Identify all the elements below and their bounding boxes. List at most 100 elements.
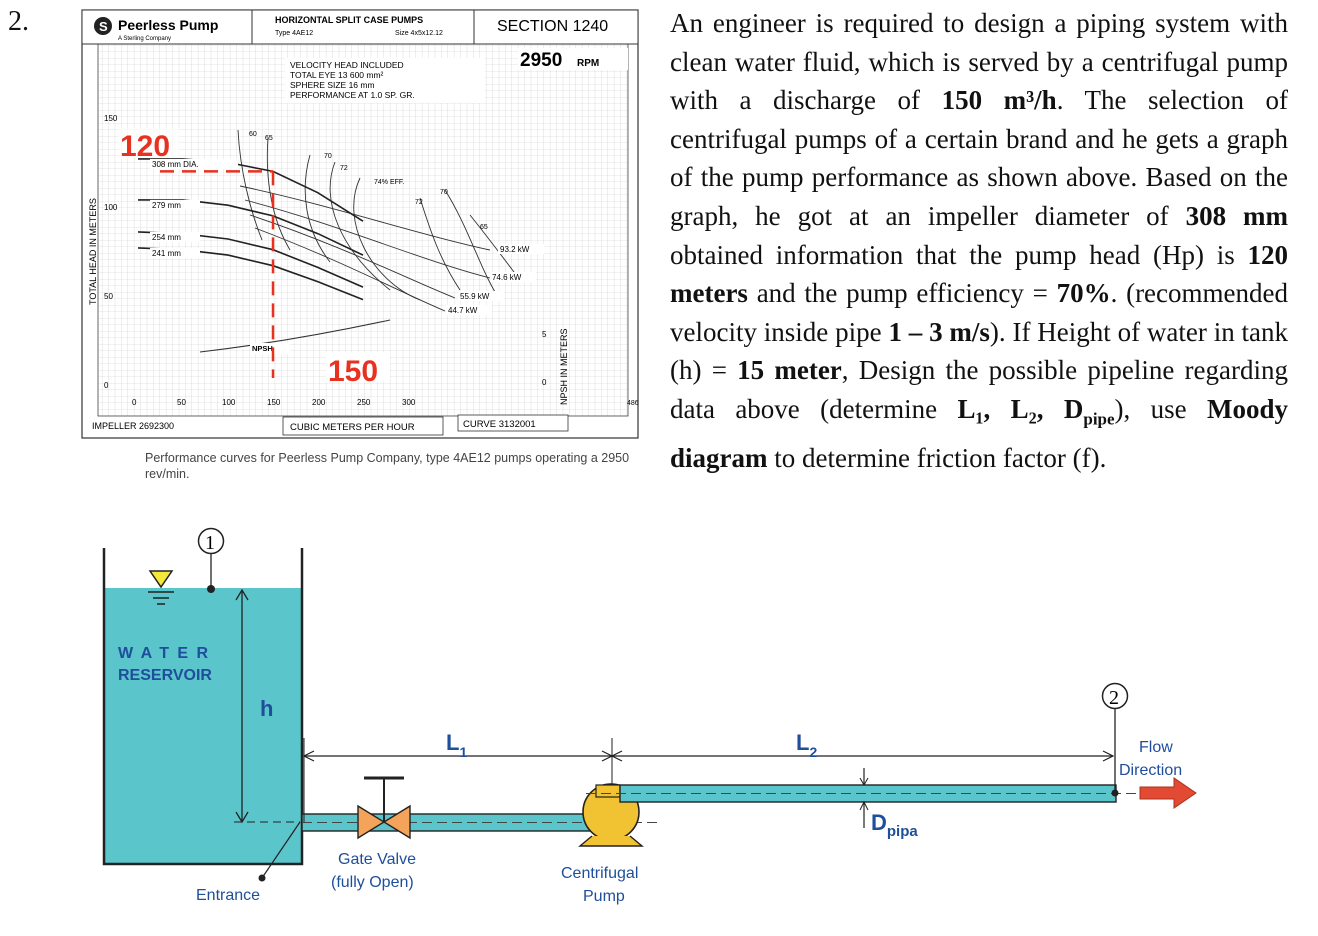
gate-valve-icon <box>357 804 411 840</box>
entrance-leader <box>261 821 301 879</box>
power-curve-line <box>249 214 456 299</box>
power-label-bg <box>490 272 536 282</box>
chart-note: VELOCITY HEAD INCLUDED <box>290 60 404 70</box>
power-label-bg <box>498 244 544 254</box>
problem-text-6: ). If Height of water in tank (h) = <box>670 316 1289 386</box>
chart-note: SPHERE SIZE 16 mm <box>290 80 375 90</box>
diameter-label-bg <box>150 199 200 210</box>
water-level-mark <box>148 591 174 605</box>
efficiency-label: 65 <box>265 135 273 142</box>
brand-name: Peerless Pump <box>118 17 218 33</box>
problem-text-9: to determine friction factor (f). <box>767 442 1107 473</box>
efficiency-label: 72 <box>340 165 348 172</box>
y-tick-label: 50 <box>104 292 113 301</box>
head-value: 120 meters <box>670 239 1288 309</box>
pump-type-title: HORIZONTAL SPLIT CASE PUMPS <box>275 15 423 25</box>
pump-performance-chart: S Peerless Pump A Sterling Company HORIZ… <box>81 9 639 439</box>
diameter-label: 279 mm <box>152 201 181 210</box>
power-label: 44.7 kW <box>448 306 478 315</box>
y-tick-label: 100 <box>104 203 118 212</box>
efficiency-curve-line <box>304 154 331 263</box>
efficiency-curve-line <box>444 189 501 301</box>
power-curve-line <box>254 227 446 312</box>
svg-text:S: S <box>99 19 108 34</box>
figure-caption: Performance curves for Peerless Pump Com… <box>145 451 630 481</box>
head-marker-bg <box>118 128 180 158</box>
problem-text-1: An engineer is required to design a pipi… <box>670 8 1288 116</box>
y-tick-label: 150 <box>104 114 118 123</box>
water-body <box>104 588 302 864</box>
efficiency-label: 65 <box>480 224 488 231</box>
point2-label: 2 <box>1109 687 1119 709</box>
notes-box <box>285 58 485 103</box>
xlabel-box <box>282 416 444 436</box>
pump-outlet <box>595 784 621 798</box>
power-curve-line <box>244 199 491 279</box>
problem-text-5: . (recommended velocity inside pipe <box>670 278 1288 347</box>
unknowns-text: L₁, L₂, D <box>957 393 1084 424</box>
pump-type: Type 4AE12 <box>275 30 313 37</box>
edge-label: 486 <box>627 400 639 407</box>
impeller-tag-box <box>84 417 254 435</box>
reservoir-walls <box>102 548 304 866</box>
velocity-value: 1 – 3 m/s <box>888 316 990 347</box>
section-box <box>473 9 639 45</box>
x-axis-label: CUBIC METERS PER HOUR <box>290 422 415 433</box>
efficiency-label: 72 <box>415 199 423 206</box>
power-label-bg <box>458 291 504 301</box>
unknowns: L₁, L₂, Dpipe <box>957 393 1114 428</box>
problem-text-2: . The selection of centrifugal pumps of … <box>670 85 1288 231</box>
x-tick-label: 0 <box>132 398 137 407</box>
efficiency-label: 74% EFF. <box>374 179 404 186</box>
head-marker-label: 120 <box>120 130 170 163</box>
efficiency-label: 70 <box>324 153 332 160</box>
x-tick-label: 100 <box>222 398 236 407</box>
power-curves <box>239 185 491 312</box>
flow-marker-bg <box>326 352 390 382</box>
diameter-label: 241 mm <box>152 249 181 258</box>
chart-note: PERFORMANCE AT 1.0 SP. GR. <box>290 90 415 100</box>
npsh-curve <box>199 319 391 353</box>
efficiency-value: 70% <box>1056 278 1111 309</box>
dpipe-label: Dpipa <box>871 810 918 840</box>
peerless-logo-icon <box>94 17 112 35</box>
h-label: h <box>260 696 273 721</box>
height-value: 15 meter <box>737 355 842 386</box>
npsh-label-box <box>250 343 290 354</box>
npsh-label: NPSH <box>252 344 273 353</box>
x-tick-label: 150 <box>267 398 281 407</box>
npsh-ticks: 05 <box>542 330 547 387</box>
diameter-label: 254 mm <box>152 233 181 242</box>
gate-valve-label-2: (fully Open) <box>331 874 414 891</box>
entrance-dot <box>258 874 266 882</box>
flow-label-1: Flow <box>1139 739 1173 756</box>
l1-label: L1 <box>446 730 467 760</box>
power-curve-line <box>239 185 491 251</box>
power-label-bg <box>446 305 492 315</box>
section-label: SECTION 1240 <box>497 18 608 35</box>
diameter-label-bg <box>150 158 238 169</box>
power-label: 93.2 kW <box>500 245 530 254</box>
pump-size: Size 4x5x12.12 <box>395 30 443 37</box>
rpm-value: 2950 <box>520 50 562 71</box>
point2-dot <box>1111 789 1119 797</box>
efficiency-curve-line <box>237 129 263 241</box>
power-label: 74.6 kW <box>492 273 522 282</box>
discharge-value: 150 m³/h <box>941 85 1057 116</box>
problem-text-7: , Design the possible pipeline regarding… <box>670 355 1289 424</box>
unknowns-sub: pipe <box>1083 409 1115 429</box>
x-tick-label: 250 <box>357 398 371 407</box>
curve-tag: CURVE 3132001 <box>463 419 536 430</box>
diameter-label-bg <box>150 231 200 242</box>
pump-label-2: Pump <box>583 888 625 905</box>
type-box <box>251 9 475 45</box>
l2-label: L2 <box>796 730 817 760</box>
entrance-label: Entrance <box>196 887 260 904</box>
